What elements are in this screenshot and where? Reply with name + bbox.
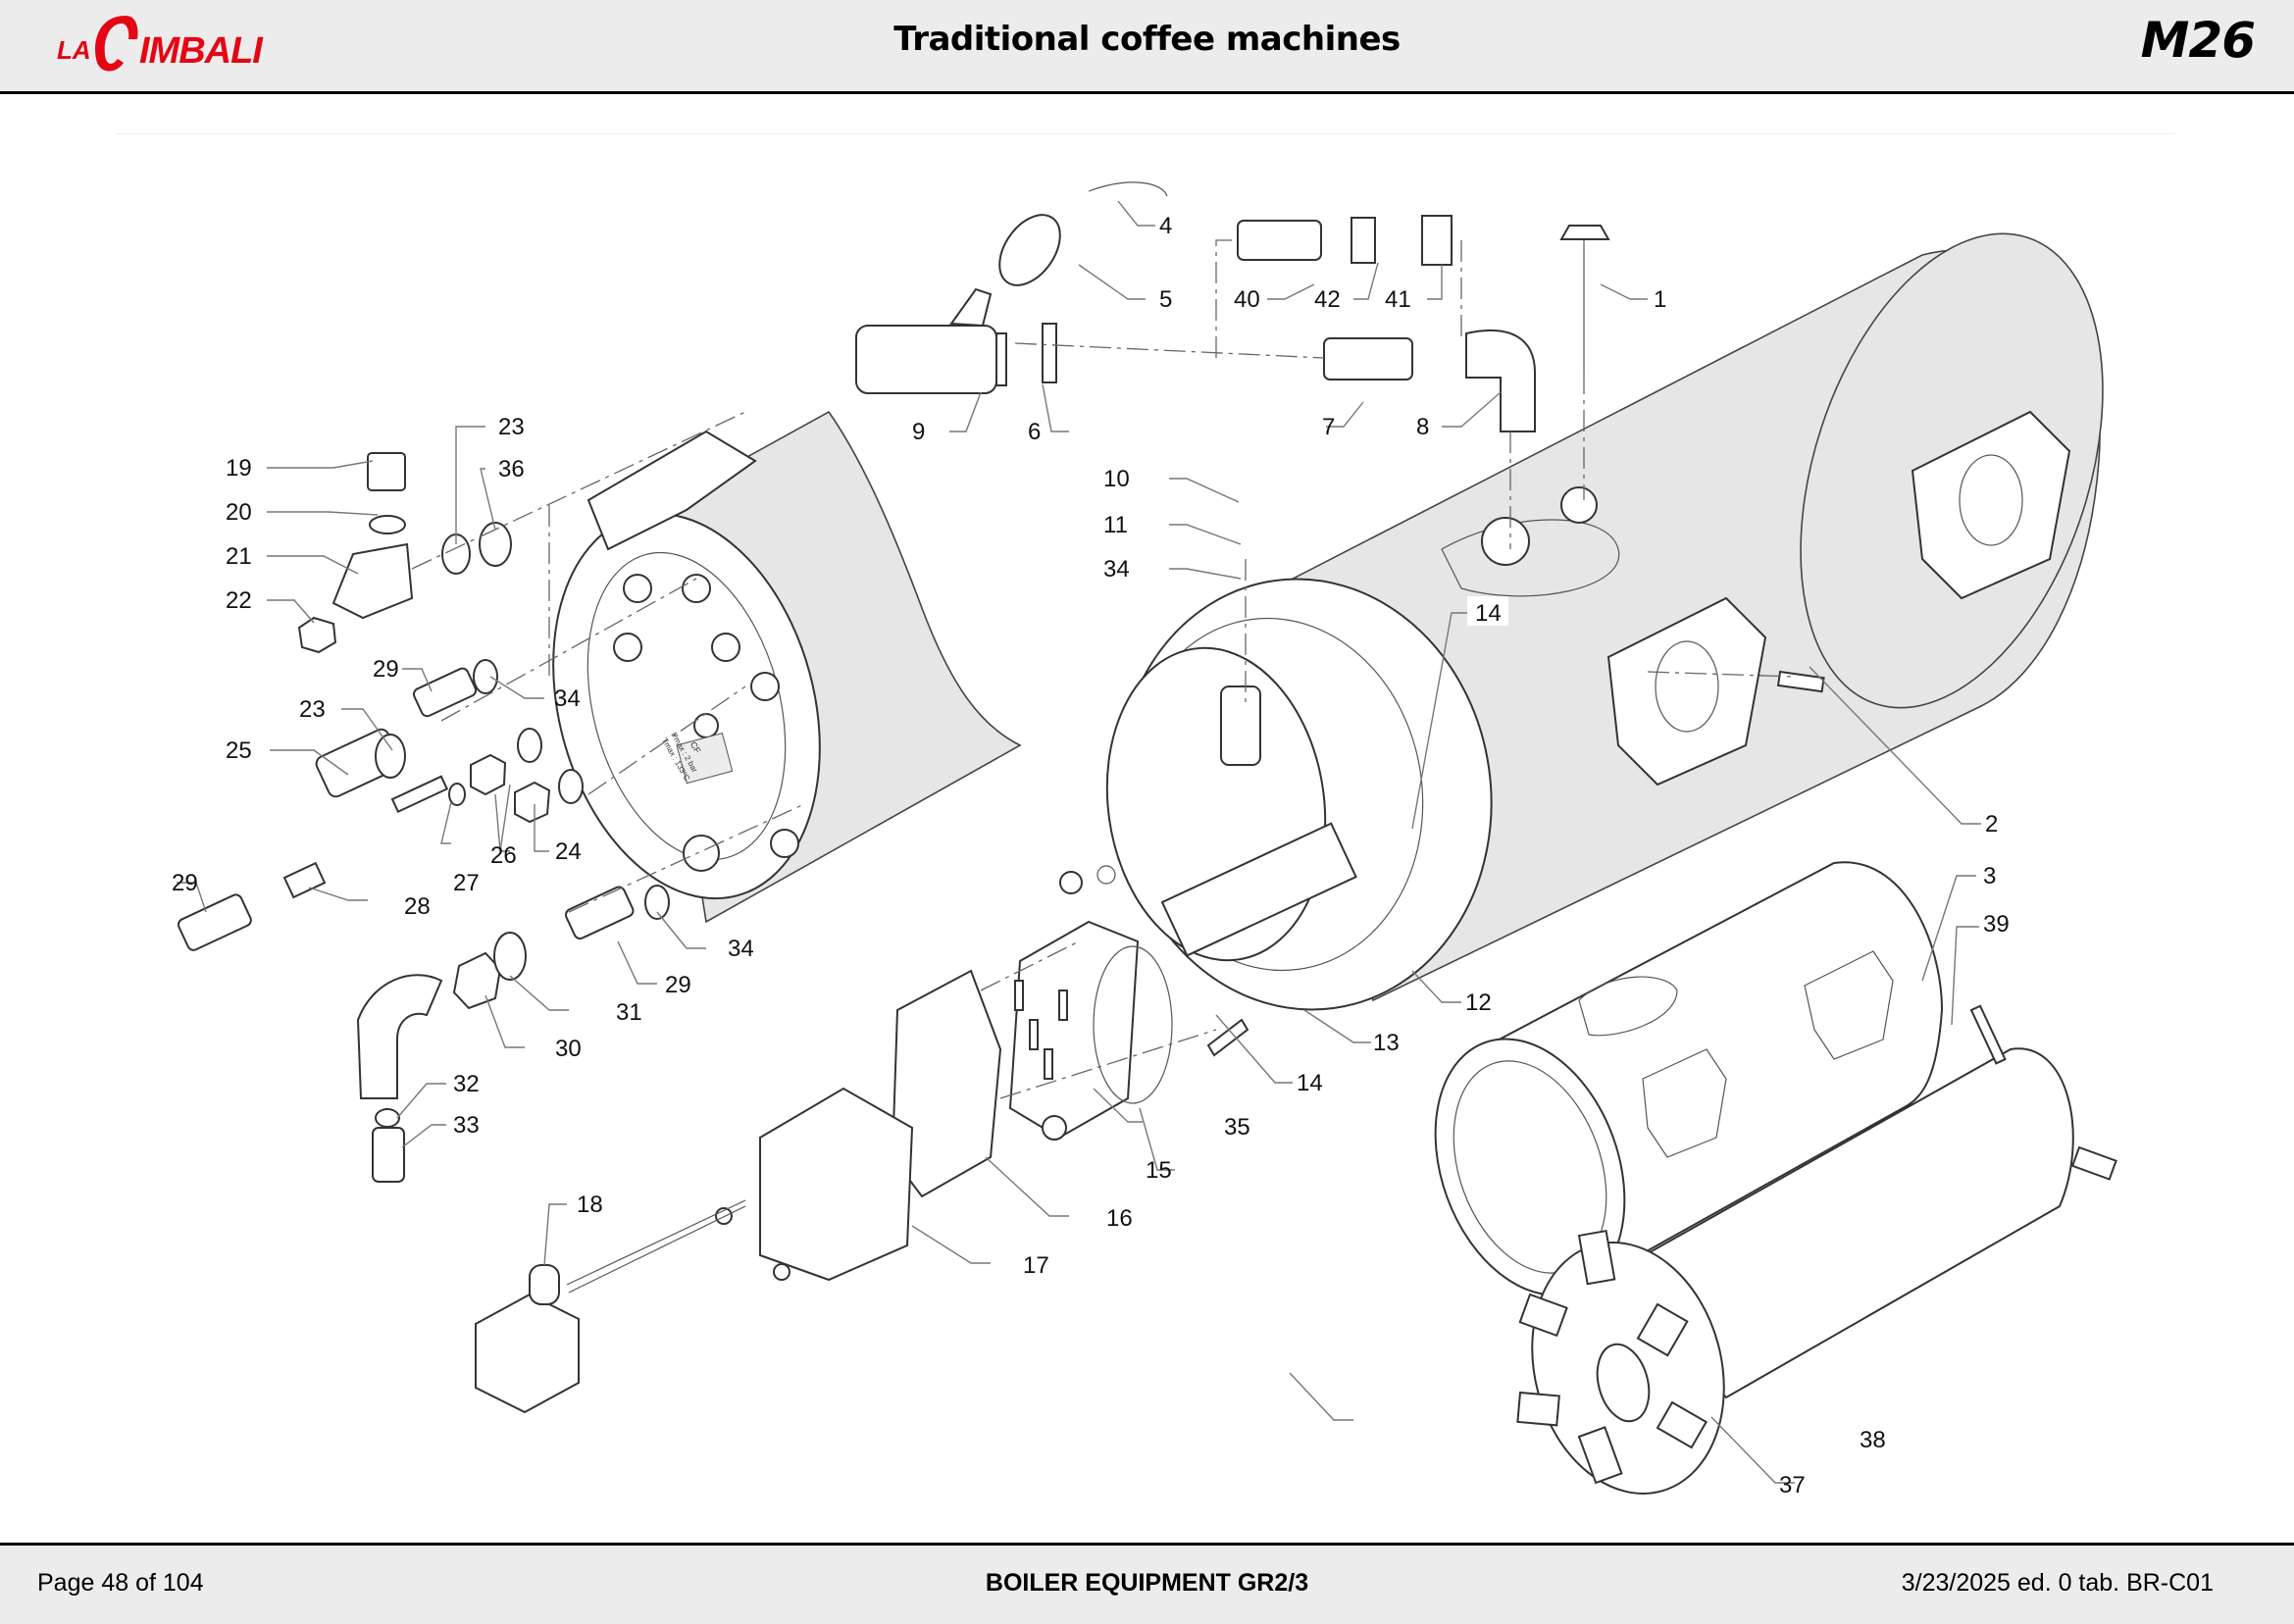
callout-27: 27 (453, 870, 480, 896)
callout-9: 9 (912, 419, 925, 445)
assembly-axes (411, 239, 1796, 1099)
callout-42: 42 (1314, 286, 1341, 313)
callout-12: 12 (1465, 990, 1492, 1016)
callout-23b: 23 (299, 696, 326, 723)
callout-35: 35 (1224, 1114, 1250, 1141)
callout-29a: 29 (373, 656, 399, 683)
callout-4: 4 (1159, 213, 1172, 239)
callout-1: 1 (1654, 286, 1666, 313)
callout-34b: 34 (1103, 556, 1130, 583)
callout-15: 15 (1146, 1157, 1172, 1184)
callout-26: 26 (490, 842, 517, 869)
callout-28: 28 (404, 893, 431, 920)
callout-11: 11 (1103, 512, 1128, 538)
electrical-cover (715, 865, 1116, 1282)
edition-info: 3/23/2025 ed. 0 tab. BR-C01 (1901, 1569, 2214, 1597)
page-header: LA IMBALI Traditional coffee machines M2… (0, 0, 2294, 94)
safety-thermostat (475, 1199, 746, 1414)
callout-18: 18 (577, 1192, 603, 1218)
page-number: Page 48 of 104 (37, 1569, 204, 1597)
callout-39: 39 (1983, 911, 2010, 938)
callout-40: 40 (1234, 286, 1260, 313)
callout-41: 41 (1385, 286, 1411, 313)
callout-38: 38 (1860, 1427, 1886, 1453)
callout-8: 8 (1416, 414, 1429, 440)
callout-37: 37 (1779, 1472, 1806, 1498)
callout-10: 10 (1103, 466, 1130, 492)
leader-lines (177, 200, 1981, 1484)
section-title: BOILER EQUIPMENT GR2/3 (985, 1569, 1309, 1597)
boiler-rear-section (552, 410, 1022, 924)
sensor-assembly (855, 181, 1610, 432)
callout-29b: 29 (172, 870, 198, 896)
callout-17: 17 (1023, 1252, 1049, 1279)
callout-20: 20 (226, 499, 252, 526)
svg-text:LA: LA (57, 35, 91, 65)
callout-21: 21 (226, 543, 252, 570)
document-title: Traditional coffee machines (893, 20, 1401, 59)
callout-23a: 23 (498, 414, 525, 440)
callout-14-boxed: 14 (1467, 596, 1508, 627)
callout-29c: 29 (665, 972, 691, 998)
callout-3: 3 (1983, 863, 1996, 889)
callout-13: 13 (1373, 1030, 1400, 1056)
callout-7: 7 (1322, 414, 1335, 440)
model-code: M26 (2140, 12, 2256, 69)
callout-5: 5 (1159, 286, 1172, 313)
callout-25: 25 (226, 737, 252, 764)
callout-32: 32 (453, 1071, 480, 1097)
callout-30: 30 (555, 1036, 582, 1062)
callout-labels: 1 2 3 4 5 6 7 8 9 10 11 12 13 14 14 15 1… (172, 213, 2010, 1498)
callout-14a: 14 (1475, 600, 1502, 627)
callout-16: 16 (1106, 1205, 1133, 1232)
boiler-flange (1105, 578, 1493, 1011)
callout-33: 33 (453, 1112, 480, 1139)
insulation-shell (1434, 861, 1944, 1296)
exploded-diagram: 1 2 3 4 5 6 7 8 9 10 11 12 13 14 14 15 1… (172, 181, 2117, 1498)
callout-14b: 14 (1297, 1070, 1323, 1096)
callout-34a: 34 (554, 685, 581, 712)
divider (116, 133, 2175, 134)
callout-34c: 34 (728, 936, 754, 962)
callout-22: 22 (226, 587, 252, 614)
callout-19: 19 (226, 455, 252, 482)
callout-36: 36 (498, 456, 525, 482)
callout-2: 2 (1985, 811, 1998, 837)
callout-6: 6 (1028, 419, 1041, 445)
page-footer: Page 48 of 104 BOILER EQUIPMENT GR2/3 3/… (0, 1543, 2294, 1624)
svg-text:IMBALI: IMBALI (139, 30, 264, 72)
heating-element (1008, 920, 1249, 1140)
left-fittings (177, 452, 670, 1183)
la-cimbali-logo: LA IMBALI (57, 16, 265, 72)
callout-31: 31 (616, 999, 642, 1026)
finned-shell (1516, 1004, 2117, 1495)
callout-24: 24 (555, 838, 582, 865)
